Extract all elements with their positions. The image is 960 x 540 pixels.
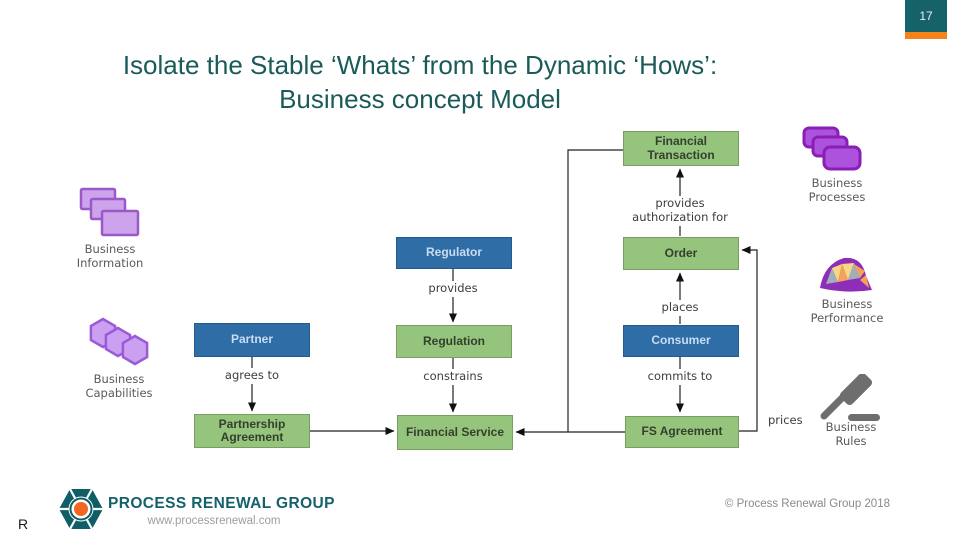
entity-fs-agreement: FS Agreement: [625, 416, 739, 448]
slide-title-line2: Business concept Model: [279, 84, 561, 114]
legend-business-information: Business Information: [76, 242, 144, 271]
relation-agrees-to: agrees to: [222, 368, 282, 384]
entity-partner: Partner: [194, 323, 310, 357]
business-capabilities-icon: [88, 316, 154, 375]
process-renewal-group-logo: [58, 486, 104, 537]
entity-order: Order: [623, 237, 739, 270]
business-rules-icon: [816, 372, 882, 429]
entity-financial-service: Financial Service: [397, 415, 513, 450]
relation-commits-to: commits to: [645, 369, 715, 385]
footer-brand-name: PROCESS RENEWAL GROUP: [108, 495, 335, 512]
stray-character: R: [18, 516, 29, 532]
legend-business-processes: Business Processes: [808, 176, 866, 205]
legend-business-performance: Business Performance: [810, 297, 884, 326]
entity-partnership-agreement: Partnership Agreement: [194, 414, 310, 448]
business-information-icon: [78, 186, 140, 243]
entity-consumer: Consumer: [623, 325, 739, 357]
legend-business-capabilities: Business Capabilities: [85, 372, 153, 401]
relation-prices: prices: [766, 413, 805, 429]
relation-places: places: [659, 300, 701, 316]
slide-title-line1: Isolate the Stable ‘Whats’ from the Dyna…: [122, 50, 718, 80]
relation-provides: provides: [426, 281, 480, 297]
slide-title: Isolate the Stable ‘Whats’ from the Dyna…: [40, 48, 800, 116]
entity-financial-transaction: Financial Transaction: [623, 131, 739, 166]
legend-business-rules: Business Rules: [825, 420, 877, 449]
entity-regulator: Regulator: [396, 237, 512, 269]
footer-copyright: © Process Renewal Group 2018: [724, 498, 890, 510]
business-performance-icon: [816, 250, 880, 299]
entity-regulation: Regulation: [396, 325, 512, 358]
business-processes-icon: [800, 126, 864, 179]
footer-website-link[interactable]: www.processrenewal.com: [147, 515, 281, 527]
relation-constrains: constrains: [421, 369, 485, 385]
page-number: 17: [905, 0, 947, 32]
page-number-accent-bar: [905, 32, 947, 39]
relation-provides-authorization-for: provides authorization for: [628, 196, 732, 226]
